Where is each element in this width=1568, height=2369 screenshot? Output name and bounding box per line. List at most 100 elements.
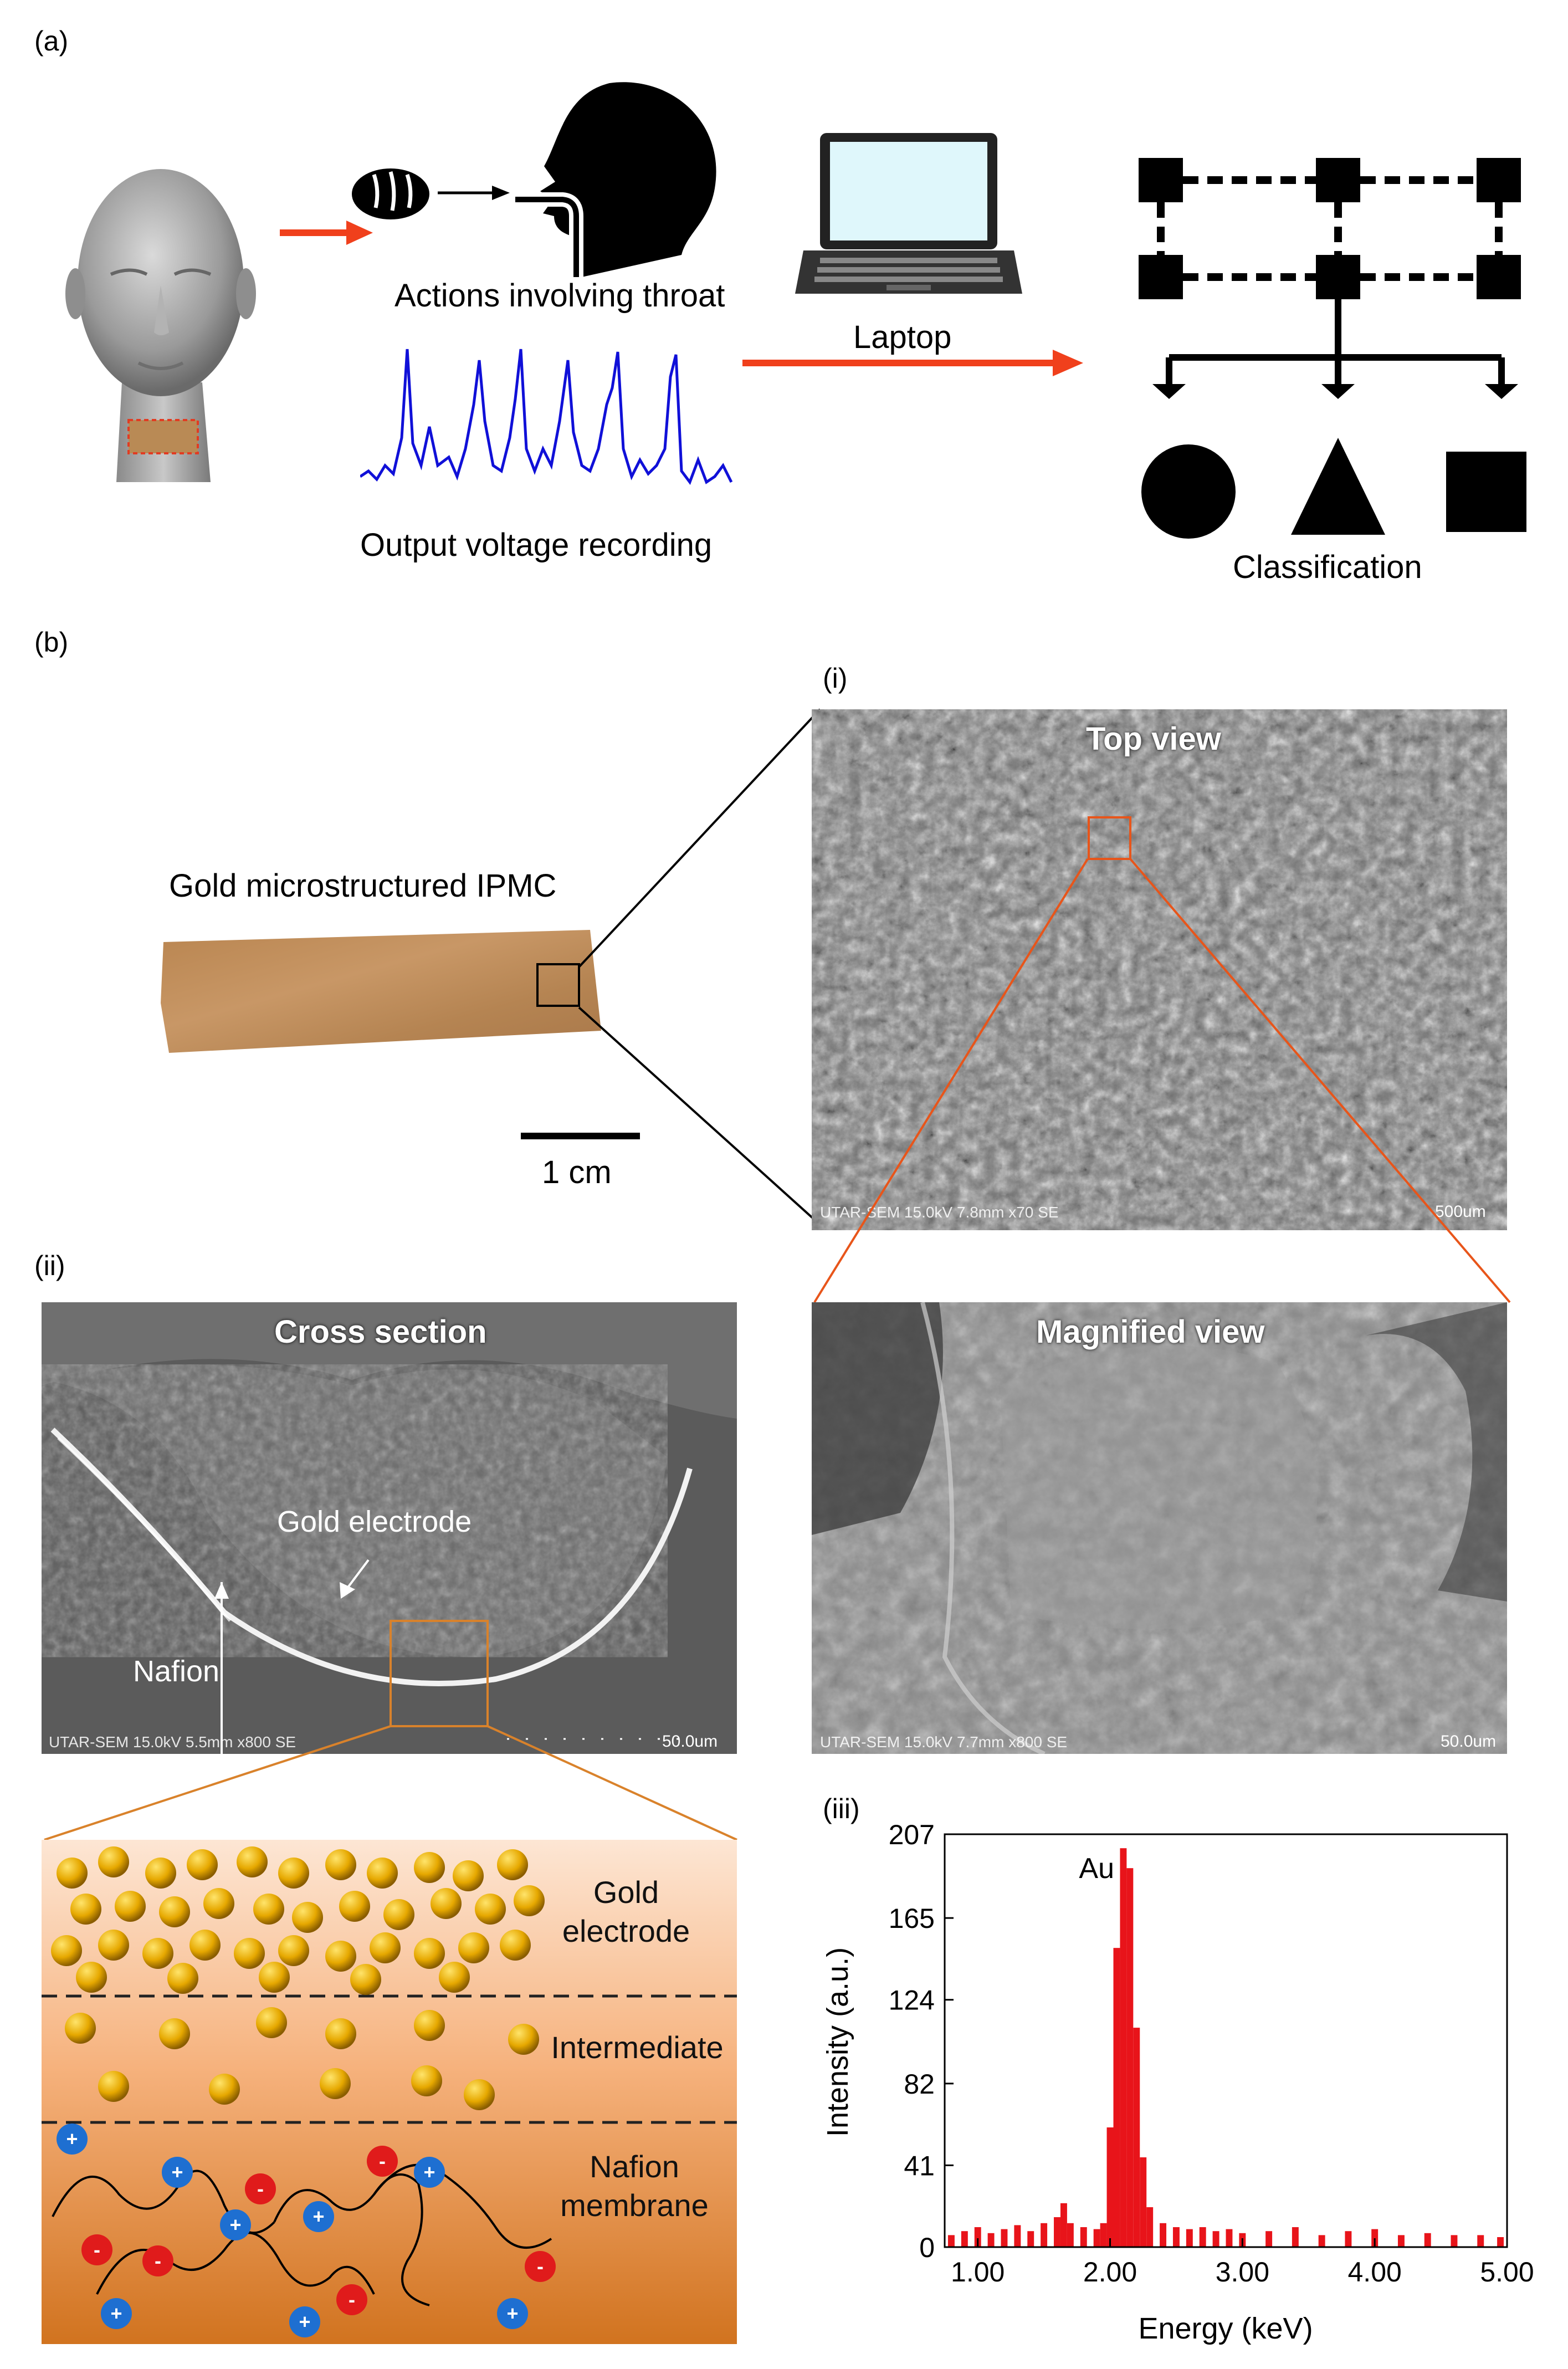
eds-bar — [1371, 2229, 1379, 2247]
panel-b-label: (b) — [34, 627, 69, 658]
eds-bar — [1113, 1948, 1120, 2247]
layer-label-gold-text: Gold electrode — [562, 1875, 690, 1948]
voltage-trace — [360, 349, 733, 485]
svg-text:+: + — [229, 2213, 241, 2236]
scale-bar — [521, 1133, 640, 1139]
x-tick-label: 2.00 — [1083, 2257, 1137, 2288]
eds-bar — [1424, 2233, 1431, 2247]
eds-bar — [1451, 2235, 1458, 2247]
sem-magnified-view — [812, 1302, 1507, 1754]
y-axis-label: Intensity (a.u.) — [821, 1947, 854, 2137]
x-axis-label: Energy (keV) — [1138, 2312, 1313, 2345]
eds-bar — [1497, 2237, 1504, 2247]
eds-bar — [1080, 2227, 1087, 2247]
voltage-caption: Output voltage recording — [360, 527, 713, 563]
svg-text:+: + — [66, 2127, 78, 2150]
y-tick-label: 124 — [889, 1985, 935, 2016]
sub-i-label: (i) — [823, 663, 848, 694]
eds-bar — [1120, 1848, 1127, 2247]
svg-text:+: + — [423, 2161, 435, 2183]
ipmc-sample — [161, 930, 601, 1053]
cross-section-footer: UTAR-SEM 15.0kV 5.5mm x800 SE — [49, 1733, 296, 1751]
classification-diagram — [1139, 158, 1526, 539]
y-tick-label: 207 — [889, 1823, 935, 1850]
magnified-view-footer: UTAR-SEM 15.0kV 7.7mm x800 SE — [820, 1733, 1068, 1751]
svg-text:-: - — [257, 2177, 264, 2200]
layer-label-gold: Gold electrode — [521, 1873, 731, 1951]
eds-bar — [1212, 2231, 1219, 2247]
zoom-lines-cross-section — [44, 1725, 737, 1841]
eds-bar — [1041, 2223, 1048, 2247]
svg-text:+: + — [506, 2302, 518, 2325]
top-view-title: Top view — [1086, 721, 1221, 757]
scale-caption: 1 cm — [542, 1154, 612, 1190]
eds-bar — [1014, 2225, 1021, 2247]
top-view-scale: 500um — [1435, 1203, 1486, 1221]
eds-bar — [1160, 2223, 1167, 2247]
cross-section-scale: 50.0um — [662, 1732, 718, 1751]
svg-text:-: - — [379, 2150, 386, 2172]
eds-bar — [1133, 2028, 1140, 2247]
eds-bar — [974, 2227, 981, 2247]
eds-bar — [1345, 2231, 1352, 2247]
laptop-icon — [795, 133, 1022, 294]
throat-caption: Actions involving throat — [394, 278, 725, 314]
x-tick-label: 3.00 — [1216, 2257, 1269, 2288]
x-tick-label: 5.00 — [1480, 2257, 1534, 2288]
eds-bar — [1226, 2229, 1233, 2247]
eds-bar — [1100, 2223, 1107, 2247]
head-illustration — [65, 169, 256, 482]
y-tick-label: 82 — [904, 2069, 935, 2100]
gold-electrode-annotation: Gold electrode — [277, 1505, 472, 1538]
x-tick-label: 4.00 — [1348, 2257, 1402, 2288]
eds-bar — [1001, 2229, 1008, 2247]
svg-text:+: + — [299, 2310, 310, 2333]
eds-bar — [1027, 2231, 1034, 2247]
eds-bar — [1106, 2127, 1114, 2247]
classification-caption: Classification — [1233, 549, 1422, 585]
x-tick-label: 1.00 — [951, 2257, 1005, 2288]
svg-text:-: - — [537, 2255, 544, 2278]
eds-bar — [1060, 2203, 1067, 2247]
layer-label-nafion-text: Nafion membrane — [560, 2149, 709, 2223]
eds-bar — [1265, 2231, 1273, 2247]
eds-bar — [1172, 2227, 1180, 2247]
laptop-caption: Laptop — [853, 319, 952, 355]
magnified-view-title: Magnified view — [1036, 1314, 1265, 1350]
svg-text:+: + — [171, 2161, 183, 2183]
top-view-footer: UTAR-SEM 15.0kV 7.8mm x70 SE — [820, 1204, 1059, 1221]
layer-schematic: + + + + + + + + - - - - - - — [42, 1840, 737, 2344]
ipmc-caption: Gold microstructured IPMC — [169, 868, 557, 904]
cross-section-title: Cross section — [274, 1314, 487, 1350]
y-tick-label: 0 — [919, 2232, 935, 2263]
eds-bar — [961, 2231, 968, 2247]
sub-iii-label: (iii) — [823, 1793, 860, 1824]
eds-bar — [1199, 2227, 1206, 2247]
sem-cross-section — [42, 1302, 737, 1754]
eds-bar — [1318, 2235, 1325, 2247]
eds-bar — [1054, 2217, 1060, 2247]
plot-frame — [944, 1833, 1508, 2248]
eds-bar — [1126, 1868, 1134, 2247]
sem-top-view — [812, 709, 1507, 1230]
eds-bar — [1292, 2227, 1299, 2247]
swallow-profile-illustration — [352, 82, 716, 277]
eds-bar — [947, 2235, 955, 2247]
svg-text:+: + — [110, 2302, 122, 2325]
y-tick-label: 41 — [904, 2150, 935, 2181]
eds-bar — [1140, 2157, 1147, 2247]
svg-text:+: + — [312, 2205, 324, 2228]
panel-a-label: (a) — [34, 25, 69, 57]
arrow-head-to-action — [280, 221, 373, 245]
svg-text:-: - — [155, 2249, 161, 2272]
eds-bar — [1067, 2223, 1074, 2247]
sub-ii-label: (ii) — [34, 1250, 65, 1281]
nafion-annotation: Nafion — [133, 1655, 220, 1688]
eds-bar — [987, 2233, 995, 2247]
eds-bar — [1186, 2229, 1193, 2247]
svg-text:-: - — [94, 2238, 100, 2261]
y-tick-label: 165 — [889, 1903, 935, 1934]
arrow-to-classification — [742, 350, 1083, 376]
layer-label-nafion: Nafion membrane — [532, 2147, 737, 2225]
